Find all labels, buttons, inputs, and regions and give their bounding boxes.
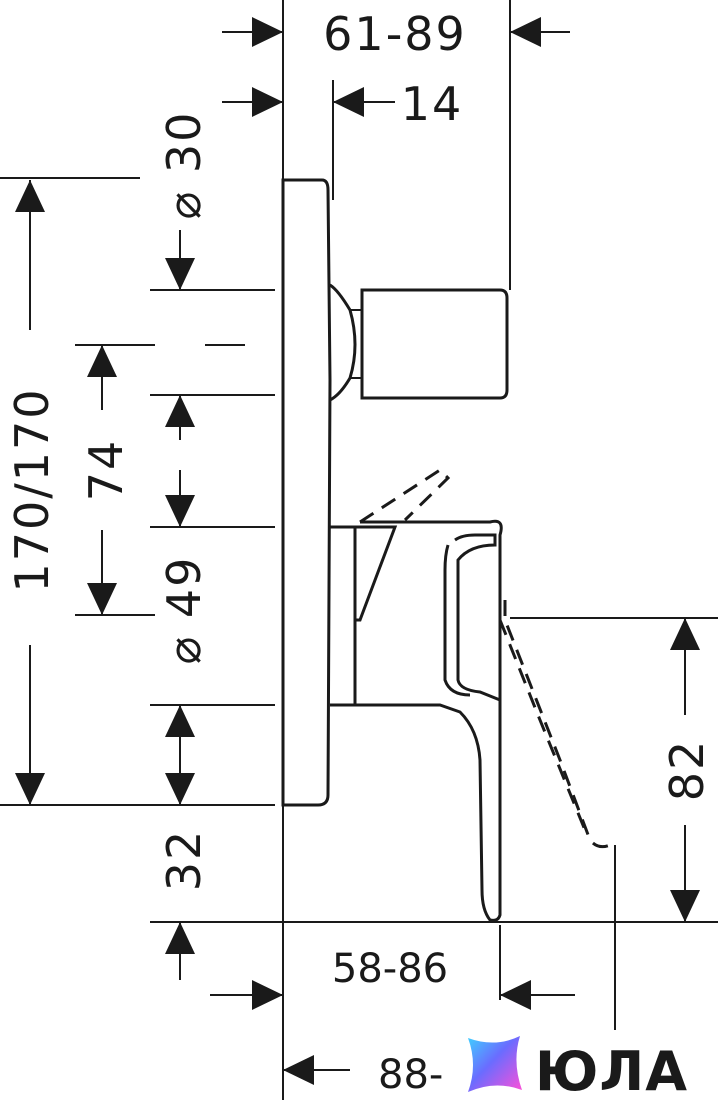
dim-lever-diameter: ⌀ 49 xyxy=(157,556,211,665)
dim-height-left: 170/170 xyxy=(5,387,59,592)
diverter-knob xyxy=(329,283,509,402)
dim-top-offset: 14 xyxy=(401,77,464,131)
dim-depth-total: 88- xyxy=(378,1052,443,1098)
watermark-brand: ЮЛА xyxy=(535,1040,688,1100)
watermark-logo: ЮЛА xyxy=(468,1036,688,1100)
dim-bottom-offset: 32 xyxy=(157,829,211,892)
dim-lever-drop: 82 xyxy=(660,739,714,802)
dim-spacing: 74 xyxy=(79,439,133,502)
dim-top-width: 61-89 xyxy=(323,7,467,61)
lever-alt-position xyxy=(359,468,611,849)
dim-knob-diameter: ⌀ 30 xyxy=(157,111,211,220)
dim-depth-lower: 58-86 xyxy=(332,946,448,992)
lever-handle xyxy=(330,519,503,922)
dimension-arrows xyxy=(15,17,700,1085)
logo-star-icon xyxy=(468,1036,522,1092)
wall-plate xyxy=(281,178,332,807)
